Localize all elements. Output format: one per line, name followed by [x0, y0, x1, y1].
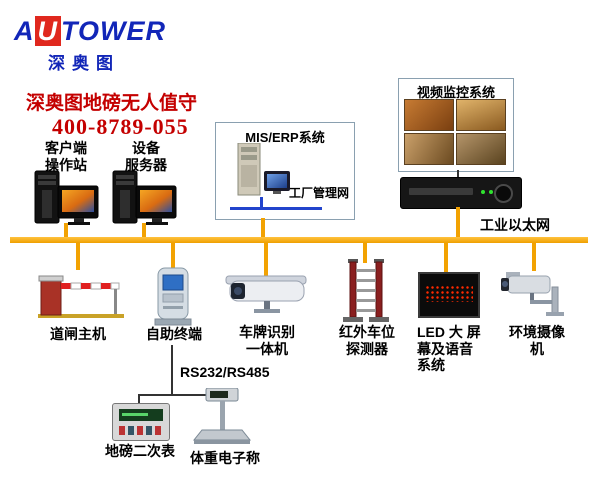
brand-cn-text: 深奥图 [48, 54, 120, 73]
mis-network-stub [260, 197, 263, 207]
video-surveillance-title: 视频监控系统 [416, 85, 495, 100]
ir-label-line2: 探测器 [346, 340, 388, 357]
mis-erp-title: MIS/ERP系统 [245, 130, 325, 145]
meter-label: 地磅二次表 [105, 443, 175, 459]
camera-feed-tile [404, 99, 454, 131]
scale-icon [192, 388, 252, 444]
server-pc-icon [112, 170, 177, 225]
ir-label-line1: 红外车位 [339, 324, 395, 340]
lpr-label-line2: 一体机 [246, 340, 288, 357]
connector-meter [138, 394, 140, 404]
ir-label: 红外车位 探测器 [336, 324, 398, 357]
lpr-label-line1: 车牌识别 [239, 324, 295, 340]
dvr-led [489, 190, 493, 194]
cctv-camera-icon [501, 272, 564, 316]
barrier-gate-icon [38, 275, 124, 318]
connector-camera [532, 243, 536, 271]
server-line2: 服务器 [125, 156, 167, 173]
brand-mid-red-square: U [34, 16, 61, 46]
ethernet-bus-line [10, 237, 588, 243]
bus-label: 工业以太网 [480, 217, 550, 233]
client-station-line2: 操作站 [45, 156, 87, 173]
connector-kiosk-down [171, 345, 173, 394]
camera-label: 环境摄像 机 [506, 324, 568, 357]
kiosk-icon [154, 267, 192, 326]
client-pc-icon [34, 170, 99, 225]
connector-kiosk [171, 243, 175, 268]
connector-video-dvr [457, 170, 459, 177]
phone-number: 400-8789-055 [52, 114, 189, 139]
scale-label: 体重电子称 [190, 450, 260, 466]
lpr-label: 车牌识别 一体机 [236, 324, 298, 357]
camera-feed-tile [456, 133, 506, 165]
camera-label-line2: 机 [530, 340, 544, 357]
dvr-knob [494, 184, 513, 203]
mis-server-icon [237, 143, 290, 196]
server-line1: 设备 [132, 140, 160, 156]
lpr-camera-icon [225, 275, 307, 313]
camera-label-line1: 环境摄像 [509, 324, 565, 340]
brand-suffix: TOWER [61, 16, 166, 46]
connector-lpr [264, 243, 268, 276]
barrier-label-line1: 道闸主机 [50, 326, 106, 342]
connector-mis-box [261, 218, 265, 237]
ir-detector-icon [343, 259, 389, 322]
rs232-label: RS232/RS485 [180, 364, 270, 380]
video-surveillance-box: 视频监控系统 [398, 78, 514, 172]
camera-feed-tile [404, 133, 454, 165]
indicator-lcd-readout [122, 413, 148, 416]
mis-network-line [230, 207, 322, 210]
led-dot-matrix [425, 285, 473, 302]
led-label-line2: 幕及语音 [417, 340, 473, 357]
dvr-device [400, 177, 522, 209]
connector-led [444, 243, 448, 273]
client-station-label: 客户端 操作站 [28, 140, 104, 173]
page-title: 深奥图地磅无人值守 [26, 93, 198, 114]
connector-client-pc [64, 223, 68, 237]
dvr-vent [409, 188, 473, 195]
led-label-line3: 系统 [417, 357, 445, 374]
factory-net-label: 工厂管理网 [288, 186, 349, 200]
brand-prefix: A [14, 16, 35, 46]
camera-feed-grid [404, 99, 506, 165]
kiosk-label-line1: 自助终端 [146, 326, 202, 342]
client-station-line1: 客户端 [45, 140, 87, 156]
connector-ir [363, 243, 367, 263]
connector-sub-horizontal [138, 394, 224, 396]
connector-dvr [456, 207, 460, 237]
server-label: 设备 服务器 [108, 140, 184, 173]
weighing-indicator-icon [112, 403, 170, 441]
led-screen [418, 272, 480, 318]
indicator-buttons [119, 426, 163, 435]
led-label: LED 大 屏 幕及语音 系统 [417, 324, 489, 374]
led-label-line1: LED 大 屏 [417, 324, 481, 340]
barrier-label: 道闸主机 [28, 326, 128, 343]
camera-feed-tile [456, 99, 506, 131]
connector-barrier [76, 243, 80, 270]
kiosk-label: 自助终端 [142, 326, 206, 343]
dvr-led [481, 190, 485, 194]
mis-erp-box: MIS/ERP系统 工厂管理网 [215, 122, 355, 220]
connector-server-pc [142, 223, 146, 237]
